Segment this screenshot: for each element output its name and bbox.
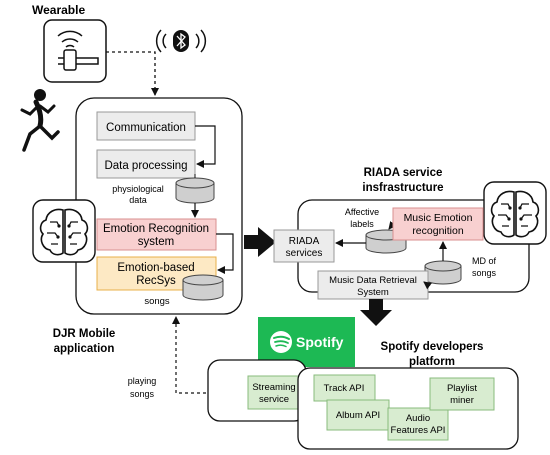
brain-icon [483,181,547,245]
mer-to-affective-arrow [388,221,397,230]
riada-services-box [273,229,335,263]
wearable-to-app-connector [106,51,159,96]
communication-label: Communication [106,122,186,134]
physiological-label-line1: physiological [112,184,164,194]
emotion-to-recsys-arrow [216,233,234,274]
md-songs-label-line2: songs [472,268,497,278]
md-songs-label-line1: MD of [472,256,497,266]
riada-to-spotify-arrow [360,299,392,326]
spotify-title-line1: Spotify developers [381,341,484,353]
album-api-label: Album API [336,410,380,421]
runner-icon [20,89,60,152]
music-emotion-recognition-box [392,207,484,241]
data-processing-box [96,149,196,179]
wearable-title: Wearable [32,3,85,17]
streaming-service-box [247,375,301,410]
bluetooth-icon [155,29,207,53]
data-processing-label: Data processing [104,160,187,172]
mobile-app-title-line1: DJR Mobile [53,328,116,340]
emotion-recognition-label-line1: Emotion Recognition [103,223,209,235]
brain-icon [32,199,96,263]
wearable-watch-icon [43,19,107,83]
audio-features-api-box [387,407,449,441]
playing-songs-label-line2: songs [130,389,155,399]
spotify-logo-text: Spotify [296,334,344,350]
physiological-label-line2: data [129,195,147,205]
riada-services-label-line1: RIADA [289,236,320,247]
retrieval-to-md-arrow [423,281,432,290]
spotify-title-line2: platform [409,356,455,368]
md-songs-db-icon [424,260,462,285]
songs-db-icon [182,274,224,301]
riada-title-line1: RIADA service [364,167,443,179]
album-api-box [326,399,390,431]
communication-to-processing-arrow [195,125,216,168]
music-data-retrieval-label-line2: System [357,287,389,298]
audio-features-label-line2: Features API [391,425,446,436]
riada-title-line2: insfrastructure [362,182,443,194]
track-api-label: Track API [324,383,365,394]
music-data-retrieval-box [317,270,429,300]
music-emotion-label-line1: Music Emotion [404,212,473,224]
affective-labels-line1: Affective [345,207,379,217]
affective-labels-line2: labels [350,219,374,229]
music-data-retrieval-label-line1: Music Data Retrieval [329,275,417,286]
playlist-miner-box [429,377,495,411]
riada-services-label-line2: services [286,248,323,259]
spotify-logo-icon [270,331,292,353]
playing-songs-label-line1: playing [128,376,157,386]
playlist-miner-label-line1: Playlist [447,383,477,394]
songs-label: songs [144,296,170,307]
app-to-riada-arrow [244,227,276,257]
playlist-miner-label-line2: miner [450,395,474,406]
streaming-service-label-line2: service [259,394,289,405]
emotion-recognition-label-line2: system [138,236,174,248]
recsys-label-line2: RecSys [136,275,176,287]
playing-songs-connector-head-up [172,316,180,324]
music-emotion-label-line2: recognition [412,225,464,237]
audio-features-label-line1: Audio [406,413,430,424]
physiological-db-icon [175,177,215,204]
streaming-service-label-line1: Streaming [252,382,295,393]
recsys-label-line1: Emotion-based [117,262,194,274]
mobile-app-title-line2: application [54,343,115,355]
